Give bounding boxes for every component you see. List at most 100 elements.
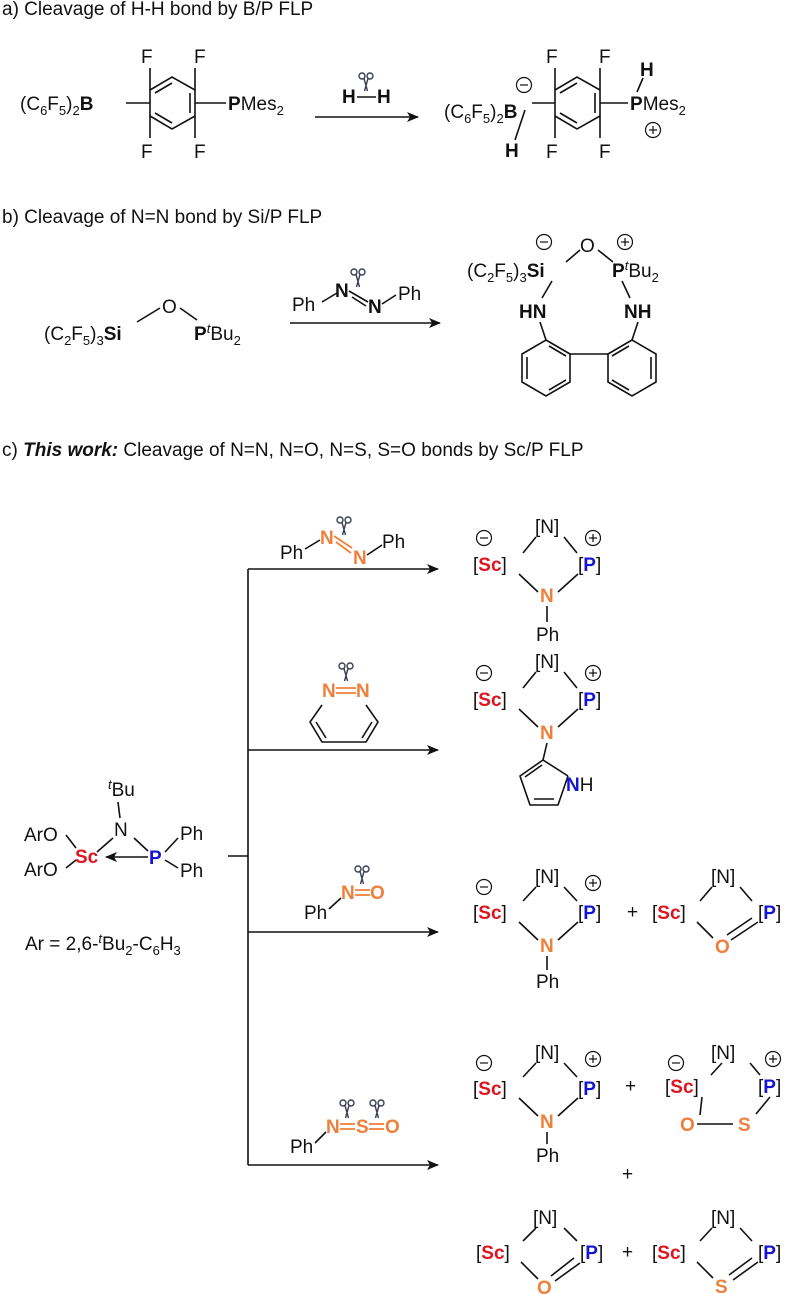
- scheme-a-f3: F: [141, 142, 153, 163]
- svg-text:N: N: [335, 281, 349, 302]
- caption-a: a) Cleavage of H-H bond by B/P FLP: [2, 0, 314, 20]
- svg-text:Ph: Ph: [304, 903, 327, 924]
- positive-charge-icon: [616, 233, 634, 251]
- scheme-a-f1: F: [141, 47, 153, 68]
- product-2-nh: NH: [566, 775, 593, 796]
- product-2: [N] [Sc] [P] N NH: [473, 652, 602, 806]
- product-5a: [N] [Sc] [P] O: [476, 1208, 603, 1294]
- svg-text:O: O: [680, 1115, 695, 1136]
- svg-text:Ph: Ph: [536, 1146, 559, 1167]
- starting-material: tBu N ArO ArO Sc P Ph Ph Ar = 2,6-tBu2-C…: [24, 777, 203, 958]
- scheme-a-pf3: F: [546, 142, 558, 163]
- svg-text:N: N: [540, 936, 554, 957]
- scheme-a-pf1: F: [546, 47, 558, 68]
- caption-b: b) Cleavage of N=N bond by Si/P FLP: [2, 207, 323, 228]
- svg-text:O: O: [715, 937, 730, 958]
- scheme-b: (C2F5)3Si O PtBu2 Ph N N Ph (C2F5)3Si O …: [44, 233, 659, 397]
- scissors-icon: [350, 268, 366, 288]
- scheme-b-nh: NH: [624, 302, 651, 323]
- negative-charge-icon: [475, 878, 493, 896]
- reagent-azobenzene: Ph N N Ph: [280, 516, 405, 569]
- sm-sc: Sc: [75, 847, 99, 868]
- positive-charge-icon: [644, 121, 662, 139]
- svg-text:O: O: [537, 1278, 552, 1294]
- product-4a: [N] [Sc] [P] N Ph: [473, 1043, 601, 1167]
- scheme-b-hn: HN: [519, 302, 546, 323]
- reagent-nitrosobenzene: Ph N O: [304, 865, 385, 924]
- plus-sign: +: [627, 902, 638, 923]
- svg-text:[Sc]: [Sc]: [473, 903, 507, 924]
- scheme-c: tBu N ArO ArO Sc P Ph Ph Ar = 2,6-tBu2-C…: [24, 516, 781, 1294]
- caption-c-bold: This work:: [23, 440, 119, 461]
- svg-text:[P]: [P]: [578, 1079, 601, 1100]
- scheme-b-reagent-ph1: Ph: [292, 295, 315, 316]
- svg-text:[Sc]: [Sc]: [473, 1079, 507, 1100]
- scheme-b-reagent-ph2: Ph: [398, 284, 421, 305]
- svg-text:N: N: [320, 528, 334, 549]
- scheme-a-product-b: (C6F5)2B: [444, 102, 517, 126]
- scheme-a-h-b: H: [505, 141, 519, 162]
- svg-text:[Sc]: [Sc]: [473, 555, 507, 576]
- svg-text:N: N: [326, 1117, 340, 1138]
- reagent-sulfinylaniline: Ph N S O: [290, 1099, 400, 1158]
- svg-text:[P]: [P]: [758, 1243, 781, 1264]
- svg-text:[P]: [P]: [578, 903, 601, 924]
- scissors-icon: [358, 72, 374, 92]
- scheme-b-reactant-o: O: [162, 297, 177, 318]
- scheme-a-h-p: H: [640, 60, 654, 81]
- svg-text:[P]: [P]: [758, 903, 781, 924]
- scheme-b-product-p: PtBu2: [612, 258, 659, 285]
- positive-charge-icon: [584, 664, 602, 682]
- svg-text:[N]: [N]: [535, 517, 559, 538]
- positive-charge-icon: [584, 874, 602, 892]
- scheme-a-reactant-b: (C6F5)2B: [20, 94, 93, 118]
- negative-charge-icon: [475, 664, 493, 682]
- negative-charge-icon: [475, 1054, 493, 1072]
- scheme-a-pf2: F: [599, 47, 611, 68]
- plus-sign: +: [622, 1242, 633, 1263]
- svg-text:[N]: [N]: [533, 1208, 557, 1229]
- negative-charge-icon: [515, 76, 533, 94]
- svg-text:Ph: Ph: [280, 543, 303, 564]
- scheme-a-reactant-p: PMes2: [228, 94, 284, 118]
- sm-aro-bottom: ArO: [24, 860, 58, 881]
- scheme-a-h1: H: [342, 87, 356, 108]
- scheme-b-reactant-si: (C2F5)3Si: [44, 324, 122, 348]
- svg-text:[P]: [P]: [578, 690, 601, 711]
- svg-text:N: N: [540, 723, 554, 744]
- caption-c: c) This work: Cleavage of N=N, N=O, N=S,…: [2, 440, 584, 462]
- negative-charge-icon: [475, 529, 493, 547]
- scheme-a-pf4: F: [599, 142, 611, 163]
- scissors-icon: [338, 662, 354, 682]
- svg-text:[N]: [N]: [711, 867, 735, 888]
- svg-text:N: N: [540, 1112, 554, 1133]
- scissors-icon: [369, 1099, 385, 1119]
- svg-text:[Sc]: [Sc]: [652, 903, 686, 924]
- svg-text:[N]: [N]: [711, 1208, 735, 1229]
- svg-text:Ph: Ph: [536, 625, 559, 646]
- svg-text:N: N: [353, 548, 367, 569]
- positive-charge-icon: [584, 1050, 602, 1068]
- svg-text:N: N: [356, 681, 370, 702]
- svg-text:[N]: [N]: [535, 867, 559, 888]
- scheme-a-reactant-ring: [126, 68, 226, 138]
- svg-text:[P]: [P]: [580, 1243, 603, 1264]
- scheme-a-f4: F: [194, 142, 206, 163]
- svg-text:[Sc]: [Sc]: [476, 1243, 510, 1264]
- sm-tbu: tBu: [108, 777, 135, 801]
- scheme-a-product-p: PMes2: [630, 94, 686, 118]
- sm-p: P: [149, 848, 162, 869]
- scheme-a-h2: H: [377, 87, 391, 108]
- svg-text:S: S: [715, 1277, 728, 1294]
- plus-sign: +: [625, 1076, 636, 1097]
- svg-text:[Sc]: [Sc]: [473, 690, 507, 711]
- scheme-a: F F F F (C6F5)2B PMes2 H H F F F F (C6F5…: [20, 47, 686, 163]
- svg-text:S: S: [738, 1115, 751, 1136]
- sm-ph-bottom: Ph: [180, 861, 203, 882]
- svg-text:O: O: [370, 883, 385, 904]
- svg-text:[N]: [N]: [535, 652, 559, 673]
- svg-text:N: N: [341, 883, 355, 904]
- scheme-a-product-ring: [514, 68, 644, 141]
- svg-text:[P]: [P]: [578, 555, 601, 576]
